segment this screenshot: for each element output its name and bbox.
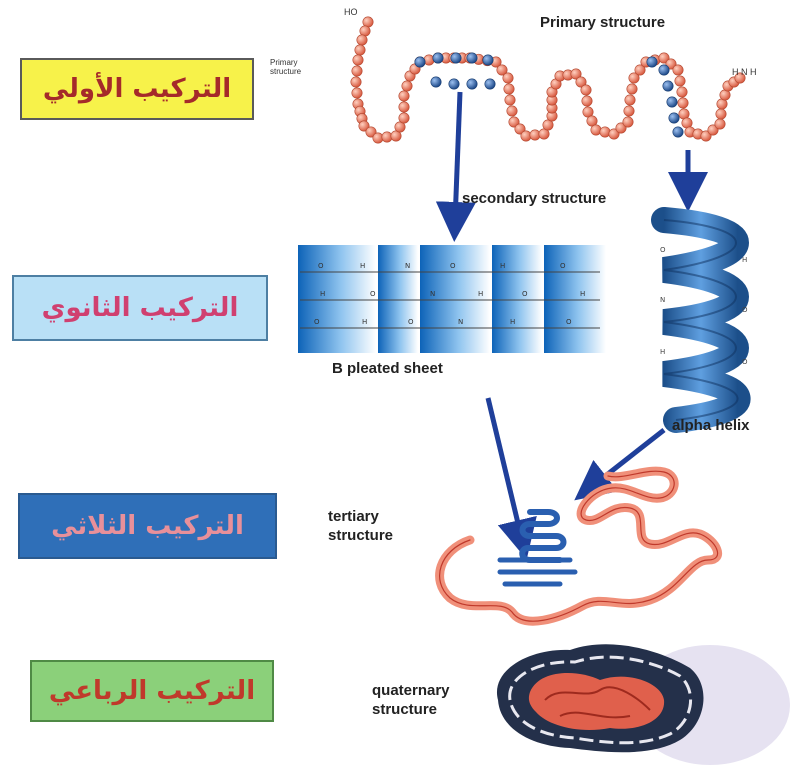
- amino-acid-bead-highlight: [669, 113, 679, 123]
- amino-acid-bead-highlight: [663, 81, 673, 91]
- amino-acid-bead: [716, 109, 726, 119]
- amino-acid-bead: [351, 77, 361, 87]
- amino-acid-bead: [625, 95, 635, 105]
- amino-acid-chain: [351, 17, 745, 143]
- amino-acid-bead: [624, 106, 634, 116]
- svg-text:O: O: [522, 290, 528, 298]
- amino-acid-bead-highlight: [451, 53, 461, 63]
- amino-acid-bead: [505, 95, 515, 105]
- beta-sheet-label: B pleated sheet: [332, 360, 443, 378]
- svg-text:N: N: [405, 262, 410, 270]
- nh2-terminus-label: H N H: [732, 68, 757, 77]
- primary-structure-label: Primary structure: [540, 14, 665, 32]
- amino-acid-bead: [353, 55, 363, 65]
- alpha-helix-label: alpha helix: [672, 417, 750, 435]
- svg-text:O: O: [742, 358, 748, 366]
- amino-acid-bead: [352, 66, 362, 76]
- svg-text:H: H: [362, 318, 367, 326]
- svg-text:H: H: [660, 348, 665, 356]
- amino-acid-bead: [591, 125, 601, 135]
- amino-acid-bead-highlight: [485, 79, 495, 89]
- svg-text:O: O: [370, 290, 376, 298]
- amino-acid-bead: [399, 102, 409, 112]
- svg-text:O: O: [450, 262, 456, 270]
- primary-small-label-1: Primary: [270, 58, 298, 67]
- svg-text:O: O: [408, 318, 414, 326]
- amino-acid-bead-highlight: [673, 127, 683, 137]
- arrow-beta-to-tertiary: [488, 398, 522, 540]
- amino-acid-bead: [503, 73, 513, 83]
- amino-acid-bead: [581, 85, 591, 95]
- amino-acid-bead-highlight: [647, 57, 657, 67]
- amino-acid-bead: [504, 84, 514, 94]
- amino-acid-bead: [600, 127, 610, 137]
- svg-text:H: H: [742, 256, 747, 264]
- svg-text:O: O: [742, 306, 748, 314]
- svg-text:O: O: [566, 318, 572, 326]
- amino-acid-bead-highlight: [659, 65, 669, 75]
- amino-acid-bead: [673, 65, 683, 75]
- amino-acid-bead: [675, 76, 685, 86]
- svg-text:O: O: [660, 246, 666, 254]
- amino-acid-bead-highlight: [431, 77, 441, 87]
- svg-text:O: O: [318, 262, 324, 270]
- svg-text:H: H: [580, 290, 585, 298]
- quaternary-label-line1: quaternary: [372, 682, 450, 700]
- amino-acid-bead: [507, 106, 517, 116]
- quaternary-label-line2: structure: [372, 701, 437, 719]
- tertiary-label-line2: structure: [328, 527, 393, 545]
- amino-acid-bead: [352, 88, 362, 98]
- svg-text:N: N: [660, 296, 665, 304]
- quaternary-structure: [497, 644, 790, 765]
- svg-text:N: N: [430, 290, 435, 298]
- tertiary-label-line1: tertiary: [328, 508, 379, 526]
- svg-text:H: H: [500, 262, 505, 270]
- amino-acid-bead-highlight: [467, 53, 477, 63]
- amino-acid-bead-highlight: [467, 79, 477, 89]
- primary-small-label-2: structure: [270, 67, 301, 76]
- svg-text:H: H: [478, 290, 483, 298]
- amino-acid-bead: [677, 87, 687, 97]
- amino-acid-bead: [582, 96, 592, 106]
- amino-acid-bead: [678, 98, 688, 108]
- svg-text:H: H: [320, 290, 325, 298]
- amino-acid-bead: [627, 84, 637, 94]
- amino-acid-bead: [715, 119, 725, 129]
- amino-acid-bead: [623, 117, 633, 127]
- amino-acid-bead-highlight: [415, 57, 425, 67]
- beta-pleated-sheet: O H N O H O H O N H O H O H O N H O: [298, 245, 606, 353]
- amino-acid-bead: [399, 113, 409, 123]
- tertiary-structure: [440, 471, 718, 621]
- amino-acid-bead-highlight: [449, 79, 459, 89]
- alpha-helix: O H N O H O: [660, 220, 748, 420]
- amino-acid-bead: [355, 45, 365, 55]
- amino-acid-bead: [399, 91, 409, 101]
- amino-acid-bead-highlight: [483, 55, 493, 65]
- svg-text:N: N: [458, 318, 463, 326]
- amino-acid-bead-highlight: [667, 97, 677, 107]
- svg-text:H: H: [510, 318, 515, 326]
- svg-text:H: H: [360, 262, 365, 270]
- amino-acid-bead: [357, 35, 367, 45]
- svg-text:O: O: [560, 262, 566, 270]
- amino-acid-bead-highlight: [433, 53, 443, 63]
- amino-acid-bead: [424, 55, 434, 65]
- svg-text:O: O: [314, 318, 320, 326]
- cooh-terminus-label: HO: [344, 8, 358, 17]
- secondary-structure-label: secondary structure: [462, 190, 606, 208]
- amino-acid-bead: [402, 81, 412, 91]
- arrow-to-beta-sheet: [455, 92, 460, 222]
